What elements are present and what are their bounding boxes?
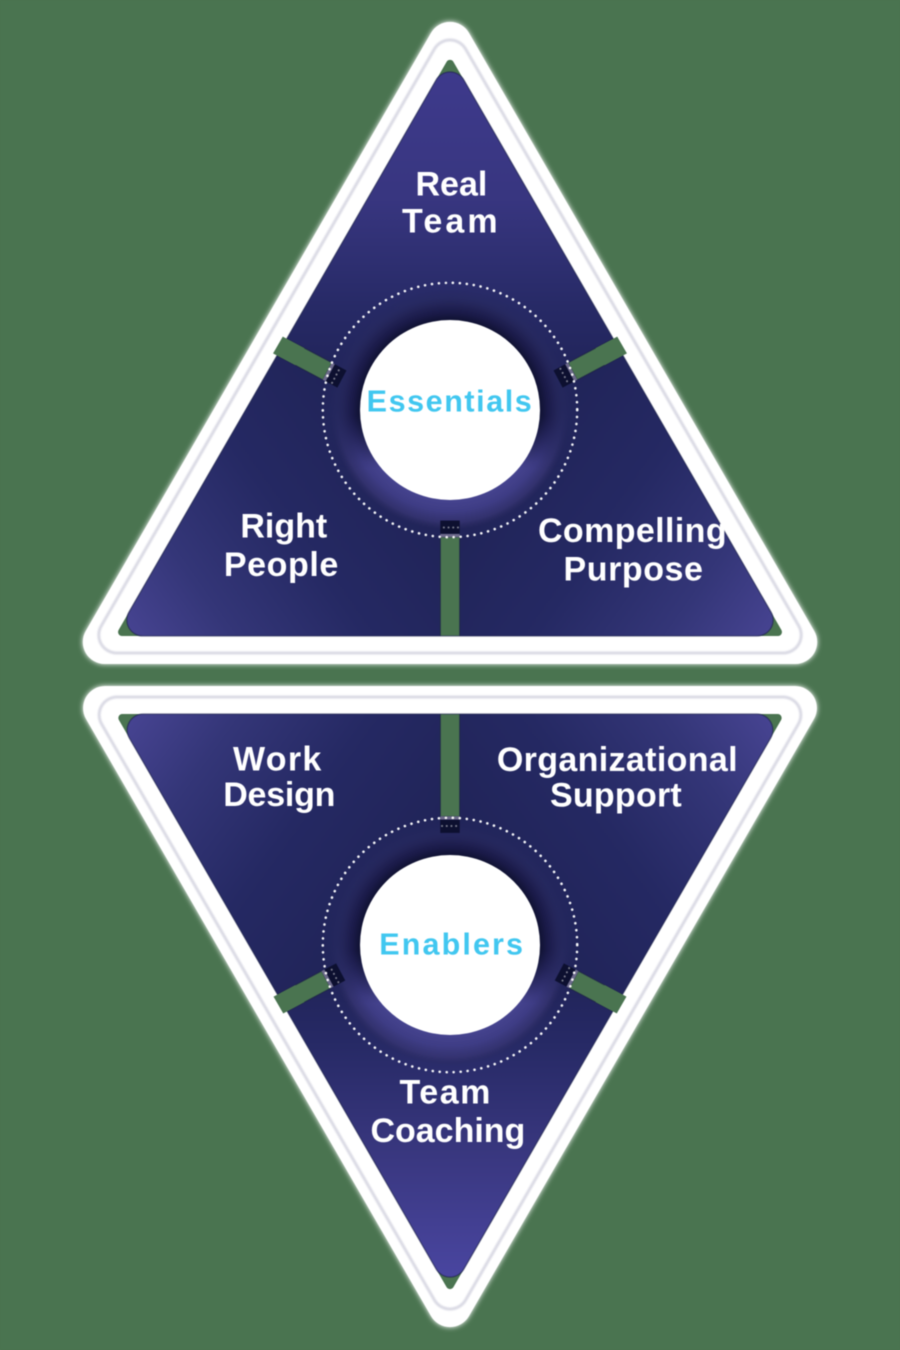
svg-text:Organizational: Organizational bbox=[497, 741, 738, 779]
svg-text:Team: Team bbox=[402, 203, 501, 241]
svg-text:Right: Right bbox=[240, 508, 327, 546]
svg-text:Enablers: Enablers bbox=[379, 927, 525, 961]
svg-text:Design: Design bbox=[223, 776, 335, 814]
svg-text:Essentials: Essentials bbox=[367, 385, 534, 419]
svg-text:Purpose: Purpose bbox=[563, 551, 703, 589]
svg-text:Coaching: Coaching bbox=[370, 1112, 525, 1150]
svg-text:People: People bbox=[224, 546, 339, 584]
svg-text:Support: Support bbox=[550, 777, 682, 815]
svg-text:Real: Real bbox=[415, 165, 487, 203]
svg-text:Compelling: Compelling bbox=[538, 512, 727, 550]
svg-text:Work: Work bbox=[233, 741, 323, 779]
svg-text:Team: Team bbox=[399, 1073, 492, 1111]
